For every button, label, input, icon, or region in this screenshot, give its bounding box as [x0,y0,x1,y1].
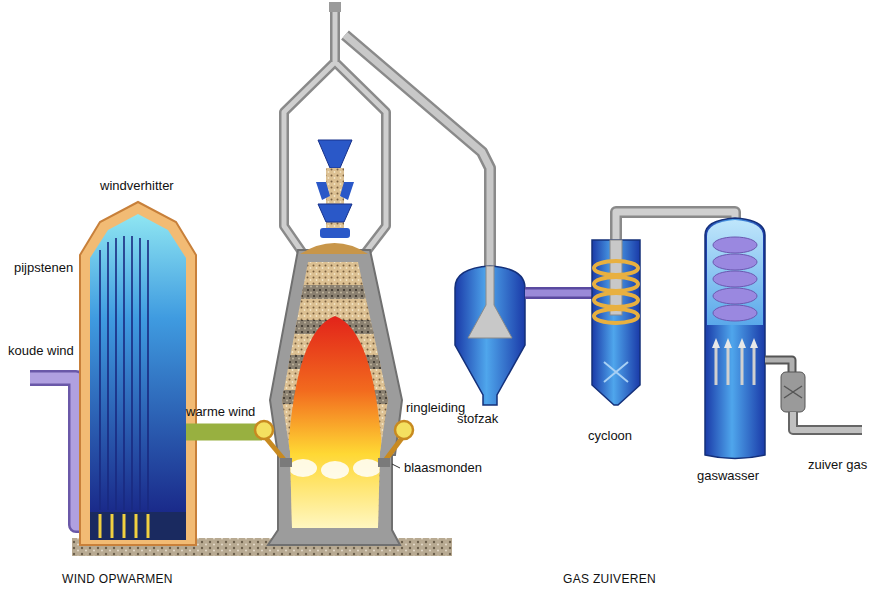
charging-hopper-part [318,140,352,168]
clean-gas-pipe-part [793,412,862,430]
cyclone-part [594,277,638,291]
clean-gas-pipe-part [793,412,862,430]
part-label: ringleiding [406,400,465,415]
part-label: windverhitter [100,178,174,193]
gas-washer-part [716,345,754,385]
cyclone-part [594,309,638,323]
downcomer-pipe [345,35,490,268]
blast-furnace-part [268,250,402,545]
cyclone-part [592,240,640,405]
section-caption: GAS ZUIVEREN [563,572,656,587]
clean-gas-pipe-part [781,372,805,412]
bustle-pipe-part [280,458,292,467]
gas-washer-part [713,237,757,253]
cyclone [592,240,640,405]
gas-washer-part [713,254,757,270]
section-caption: WIND OPWARMEN [62,572,173,587]
blast-furnace-part-part [353,459,381,477]
dust-catcher [455,266,525,405]
blast-furnace-part-part [289,459,317,477]
hot-blast-stove [80,202,196,545]
gas-uptake-part [329,2,341,12]
gas-washer-part [713,271,757,287]
gas-washer-part [705,218,765,459]
part-label: warme wind [186,404,255,419]
bustle-pipe [255,421,413,468]
part-label: gaswasser [697,468,759,483]
downcomer-pipe-part [345,35,490,268]
clean-gas-pipe [765,360,862,430]
gas-washer-part [713,288,757,304]
connecting-pipe-part [525,290,594,297]
gas-uptake [284,2,386,252]
hot-blast-stove-part [100,236,148,510]
gas-washer-part [712,338,758,348]
part-label: stofzak [457,411,498,426]
downcomer-pipe-part [345,35,490,268]
gas-washer-part [713,305,757,321]
blast-furnace-part [270,255,400,545]
gas-uptake-part [330,8,340,62]
gas-uptake-part [284,62,386,252]
warm-wind-pipe-part [186,424,262,441]
bustle-pipe-part [392,464,400,468]
clean-gas-pipe-part [784,386,802,398]
part-label: cycloon [588,428,632,443]
hot-blast-stove-part [90,512,186,540]
warm-wind-pipe-part [186,426,262,438]
blast-furnace-part-part [286,316,384,528]
blast-furnace-part-part [270,255,400,545]
part-label: koude wind [8,343,74,358]
blast-furnace [268,243,402,545]
part-label: blaasmonden [404,460,482,475]
blast-furnace-part [300,243,368,254]
bustle-pipe-part [378,458,390,467]
charging-hopper-part [340,182,354,200]
gas-uptake-part [333,8,338,62]
dust-catcher-part [455,266,525,405]
blast-furnace-part-part [270,285,400,299]
charging-hopper [316,140,354,238]
clean-gas-pipe-part [765,360,792,372]
blast-furnace-part-part [321,461,349,479]
cyclone-part [594,293,638,307]
hot-blast-stove-part [100,514,148,538]
gas-uptake-part [284,62,386,252]
gas-washer [705,218,765,459]
connecting-pipe-part [525,287,594,299]
gas-washer-part [707,220,763,325]
cyclone-part [594,261,638,275]
dust-catcher-part [468,266,512,338]
bustle-pipe-part [395,421,413,439]
hot-blast-stove-part [90,214,186,512]
warm-wind-pipe [186,432,262,433]
cyclone-part [604,362,628,382]
charging-hopper-part [316,182,330,200]
hot-blast-stove-part [80,202,196,545]
charging-hopper-part [320,228,350,238]
bustle-pipe-part [255,421,273,439]
part-label: zuiver gas [808,457,867,472]
part-label: pijpstenen [14,260,73,275]
clean-gas-pipe-part [765,360,792,372]
charging-hopper-part [318,204,352,222]
